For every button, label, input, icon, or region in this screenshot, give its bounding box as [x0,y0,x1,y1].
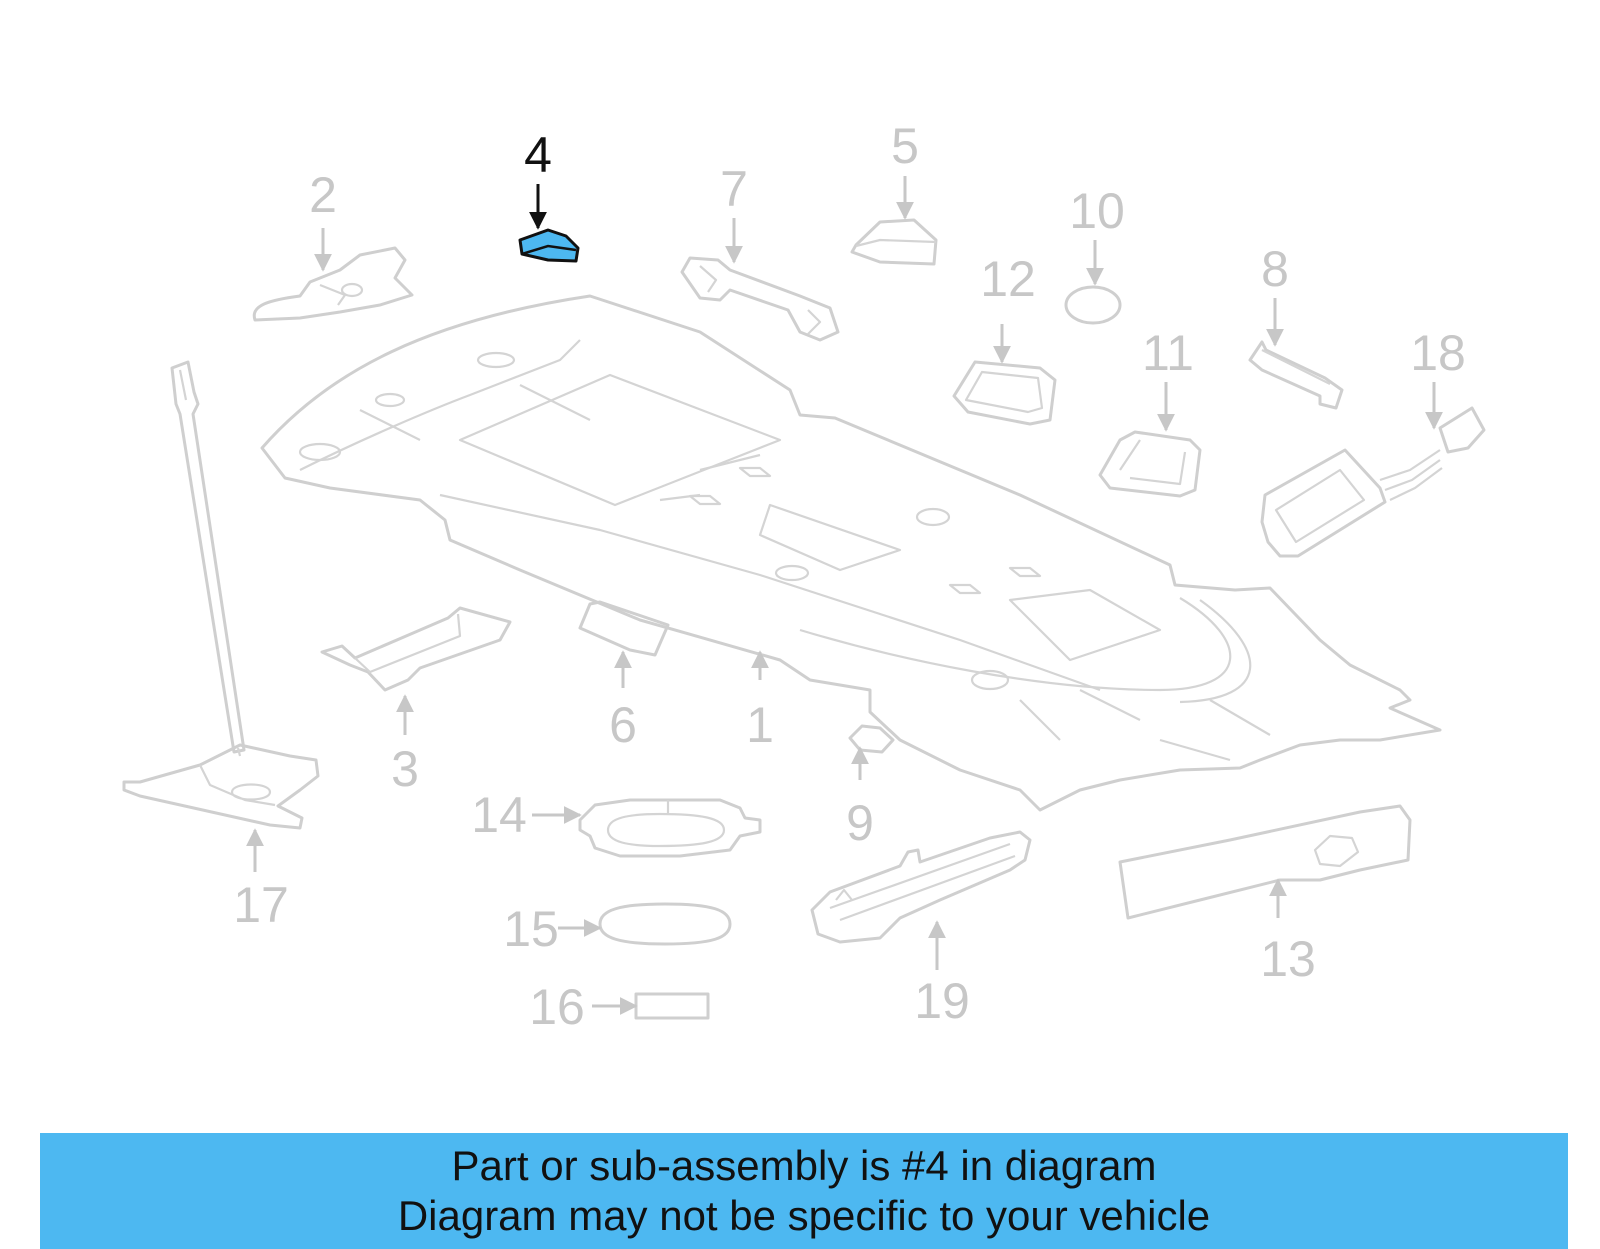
callout-14: 14 [471,787,527,843]
callout-arrows [246,176,1443,1015]
callout-8: 8 [1261,241,1289,297]
bracket-part-3 [320,606,512,692]
callout-15: 15 [503,901,559,957]
callout-4: 4 [524,127,552,183]
trim-panel-part-13 [1118,804,1412,920]
callout-12: 12 [980,251,1036,307]
part-6 [578,600,670,657]
callout-16: 16 [529,979,585,1035]
part-16 [634,992,710,1020]
lamp-part-14 [578,798,762,858]
info-banner: Part or sub-assembly is #4 in diagram Di… [40,1133,1568,1249]
callout-5: 5 [891,118,919,174]
callout-7: 7 [720,161,748,217]
banner-disclaimer: Diagram may not be specific to your vehi… [397,1192,1211,1239]
callout-labels: 1 2 3 4 5 6 7 8 9 10 11 12 13 14 15 16 1… [233,118,1466,1035]
highlighted-part-4 [518,228,580,263]
callout-13: 13 [1260,931,1316,987]
callout-11: 11 [1142,325,1194,381]
bracket-part-2 [252,246,414,322]
mount-part-17 [122,360,320,830]
callout-1: 1 [746,697,774,753]
part-5 [850,218,938,266]
callout-19: 19 [914,973,970,1029]
headliner-panel-part-1 [260,294,1442,812]
callout-18: 18 [1410,325,1466,381]
callout-6: 6 [609,697,637,753]
callout-2: 2 [309,167,337,223]
callout-10: 10 [1069,183,1125,239]
callout-17: 17 [233,877,289,933]
lens-part-15 [598,902,732,946]
callout-9: 9 [846,795,874,851]
part-10 [1064,285,1122,325]
part-9 [848,724,895,754]
module-part-18 [1260,406,1486,558]
bracket-part-7 [680,256,840,342]
banner-part-note: Part or sub-assembly is #4 in diagram [451,1142,1157,1189]
part-11 [1098,430,1202,498]
part-8 [1248,340,1344,410]
handle-part-19 [810,830,1032,944]
callout-3: 3 [391,741,419,797]
part-12 [952,360,1057,426]
